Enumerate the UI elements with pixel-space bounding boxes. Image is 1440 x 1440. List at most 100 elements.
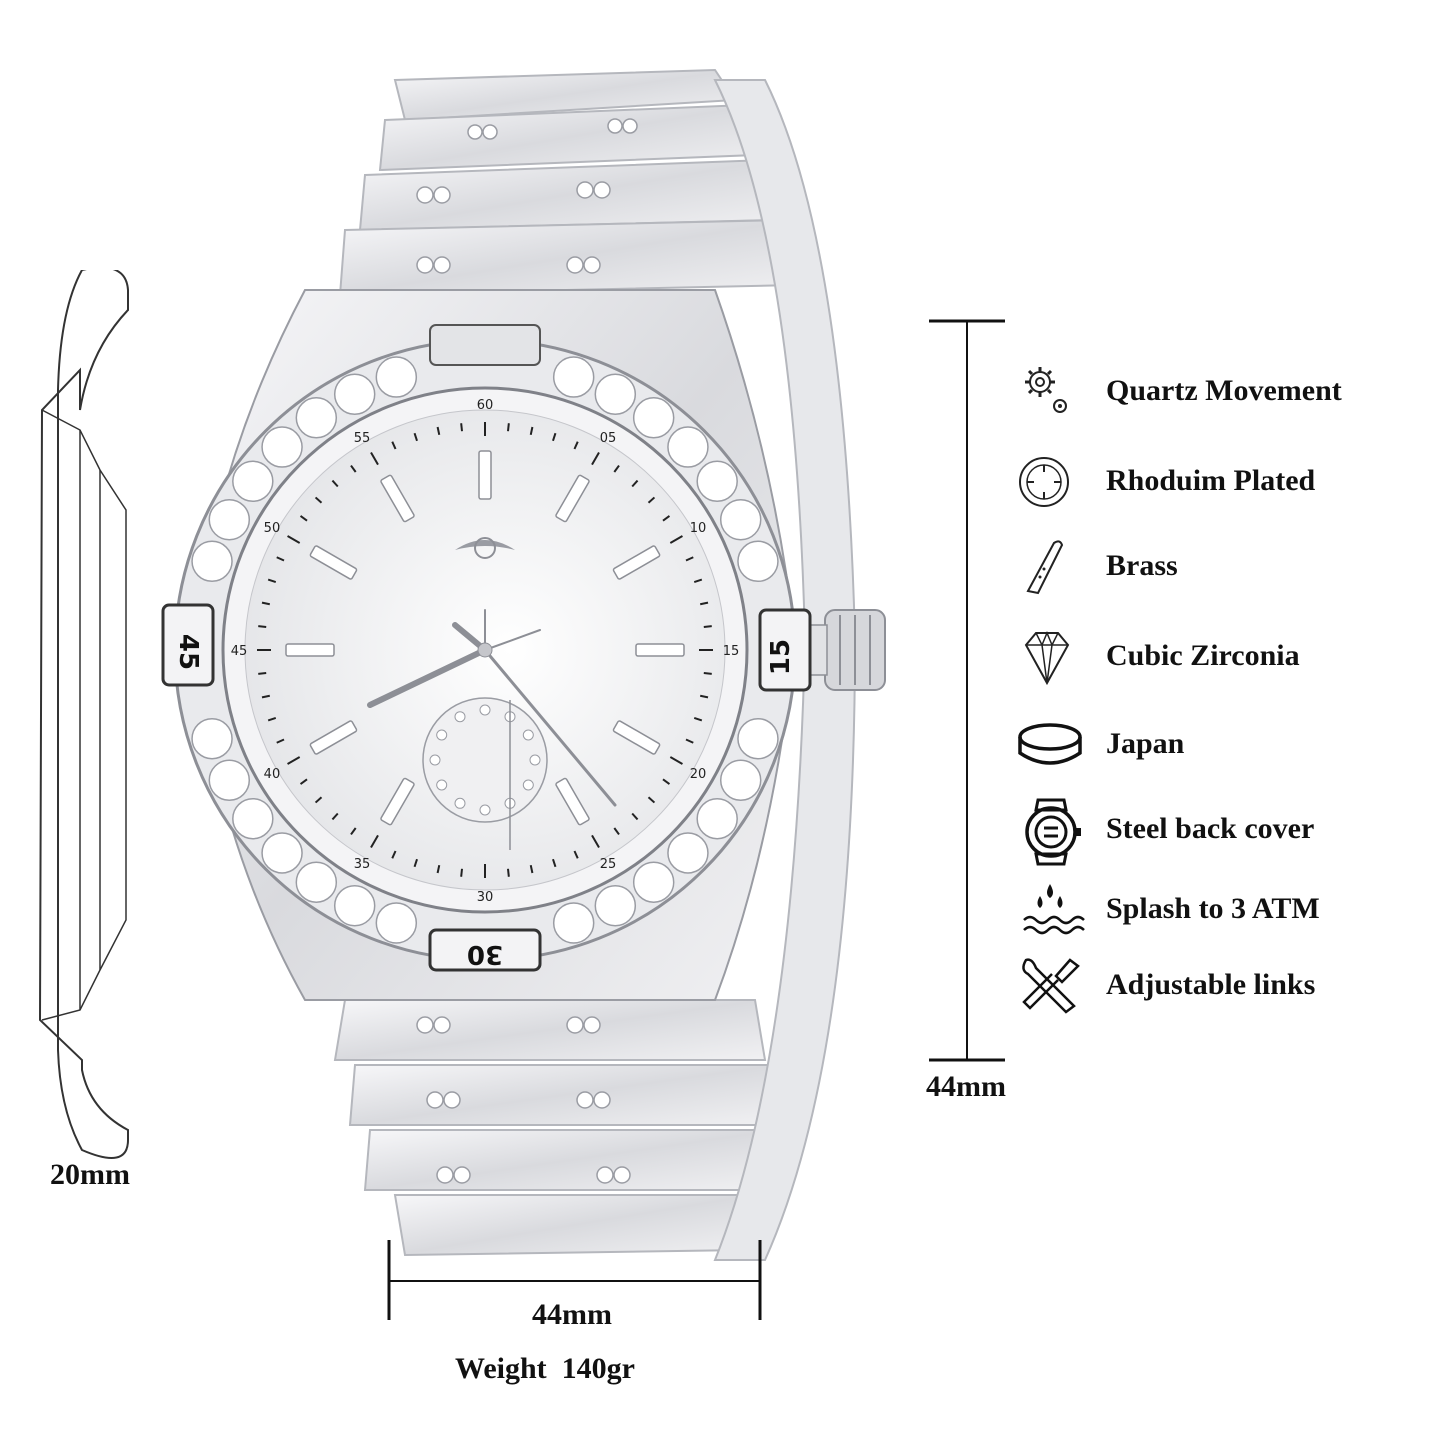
minute-tick	[699, 601, 709, 606]
minute-tick	[350, 464, 357, 473]
dial-number: 20	[690, 767, 707, 782]
minute-tick	[529, 864, 534, 874]
feature-quartz-movement: Quartz Movement	[1018, 362, 1418, 422]
minute-tick	[685, 738, 694, 744]
minute-tick	[258, 625, 267, 628]
bezel-stone	[191, 717, 233, 760]
subdial-stone	[436, 779, 448, 791]
side-profile-diagram	[30, 270, 150, 1170]
minute-tick	[314, 796, 323, 804]
minute-tick	[314, 496, 323, 504]
minute-tick	[276, 556, 285, 562]
subdial-stone	[479, 804, 491, 816]
gears-icon	[1018, 362, 1086, 422]
hour-index	[555, 474, 590, 523]
minute-tick	[261, 601, 271, 606]
minute-tick	[413, 858, 418, 868]
hour-index	[612, 545, 661, 580]
bezel-stone	[261, 832, 303, 874]
feature-adjustable-links: Adjustable links	[1018, 956, 1418, 1016]
minute-tick	[331, 479, 339, 488]
minute-tick	[370, 452, 379, 466]
bezel-stone	[333, 884, 376, 927]
minute-tick	[631, 812, 639, 821]
minute-tick	[552, 432, 557, 442]
weight-label: Weight 140gr	[455, 1352, 635, 1386]
minute-tick	[267, 717, 277, 722]
bezel-stone	[552, 356, 595, 398]
side-thickness-label: 20mm	[50, 1158, 130, 1191]
minute-tick	[258, 672, 267, 675]
feature-label: Japan	[1106, 727, 1185, 760]
minute-tick	[460, 868, 463, 877]
minute-tick	[669, 535, 683, 544]
bezel-stone	[232, 460, 274, 503]
diamond-icon	[1018, 627, 1086, 687]
bezel-stone	[375, 902, 418, 944]
minute-tick	[507, 423, 510, 432]
subdial-stone	[429, 754, 441, 766]
dial-number: 05	[600, 431, 617, 446]
subdial-stone	[522, 779, 534, 791]
minute-tick	[647, 496, 656, 504]
minute-tick	[703, 625, 712, 628]
tools-icon	[1018, 956, 1086, 1016]
minute-tick	[631, 479, 639, 488]
subdial-stone	[436, 729, 448, 741]
bezel-stone	[552, 902, 595, 944]
bezel-stone	[375, 356, 418, 398]
feature-rhodium-plated: Rhoduim Plated	[1018, 452, 1418, 512]
bezel-stone	[737, 540, 779, 583]
minute-tick	[573, 441, 579, 450]
subdial-stone	[479, 704, 491, 716]
minute-tick	[529, 426, 534, 436]
case-height-label: 44mm	[926, 1070, 1006, 1103]
brand-logo-icon	[455, 537, 515, 559]
minute-tick	[299, 778, 308, 785]
feature-japan: Japan	[1018, 715, 1418, 775]
minute-tick	[507, 868, 510, 877]
feature-steel-back-cover: Steel back cover	[1018, 796, 1418, 868]
bezel-stone	[208, 498, 251, 541]
dial-number: 15	[723, 644, 740, 659]
bezel-number-15: 15	[766, 638, 796, 676]
minute-tick	[669, 756, 683, 765]
dial-number: 60	[477, 398, 494, 413]
bezel-stone	[208, 759, 251, 802]
hour-index	[285, 643, 335, 657]
bezel-stone	[632, 397, 675, 439]
bezel-stone	[333, 373, 376, 416]
bezel-stone	[719, 759, 762, 802]
bezel-number-30: 30	[466, 939, 504, 969]
feature-label: Splash to 3 ATM	[1106, 892, 1320, 925]
subdial-stone	[454, 711, 466, 723]
feature-brass: Brass	[1018, 537, 1418, 597]
minute-tick	[699, 694, 709, 699]
subdial-stone	[529, 754, 541, 766]
dial-number: 45	[231, 644, 248, 659]
minute-tick	[287, 535, 301, 544]
bezel-stone	[632, 861, 675, 903]
dial-number: 10	[690, 521, 707, 536]
bezel-stone	[737, 717, 779, 760]
minute-tick	[552, 858, 557, 868]
bezel-stone	[191, 540, 233, 583]
dial-number: 40	[264, 767, 281, 782]
feature-label: Brass	[1106, 549, 1178, 582]
plated-dial-icon	[1018, 452, 1086, 512]
bezel-stone	[719, 498, 762, 541]
hour-index	[309, 545, 358, 580]
minute-tick	[460, 423, 463, 432]
minute-tick	[693, 578, 703, 583]
bezel-stone	[232, 797, 274, 840]
weight-caption: Weight	[455, 1352, 547, 1385]
feature-label: Adjustable links	[1106, 968, 1316, 1001]
dial-number: 55	[354, 431, 371, 446]
bezel-stone	[667, 832, 709, 874]
bezel-stone	[594, 884, 637, 927]
minute-tick	[261, 694, 271, 699]
dial-number: 50	[264, 521, 281, 536]
hour-index	[380, 777, 415, 826]
minute-tick	[391, 850, 397, 859]
